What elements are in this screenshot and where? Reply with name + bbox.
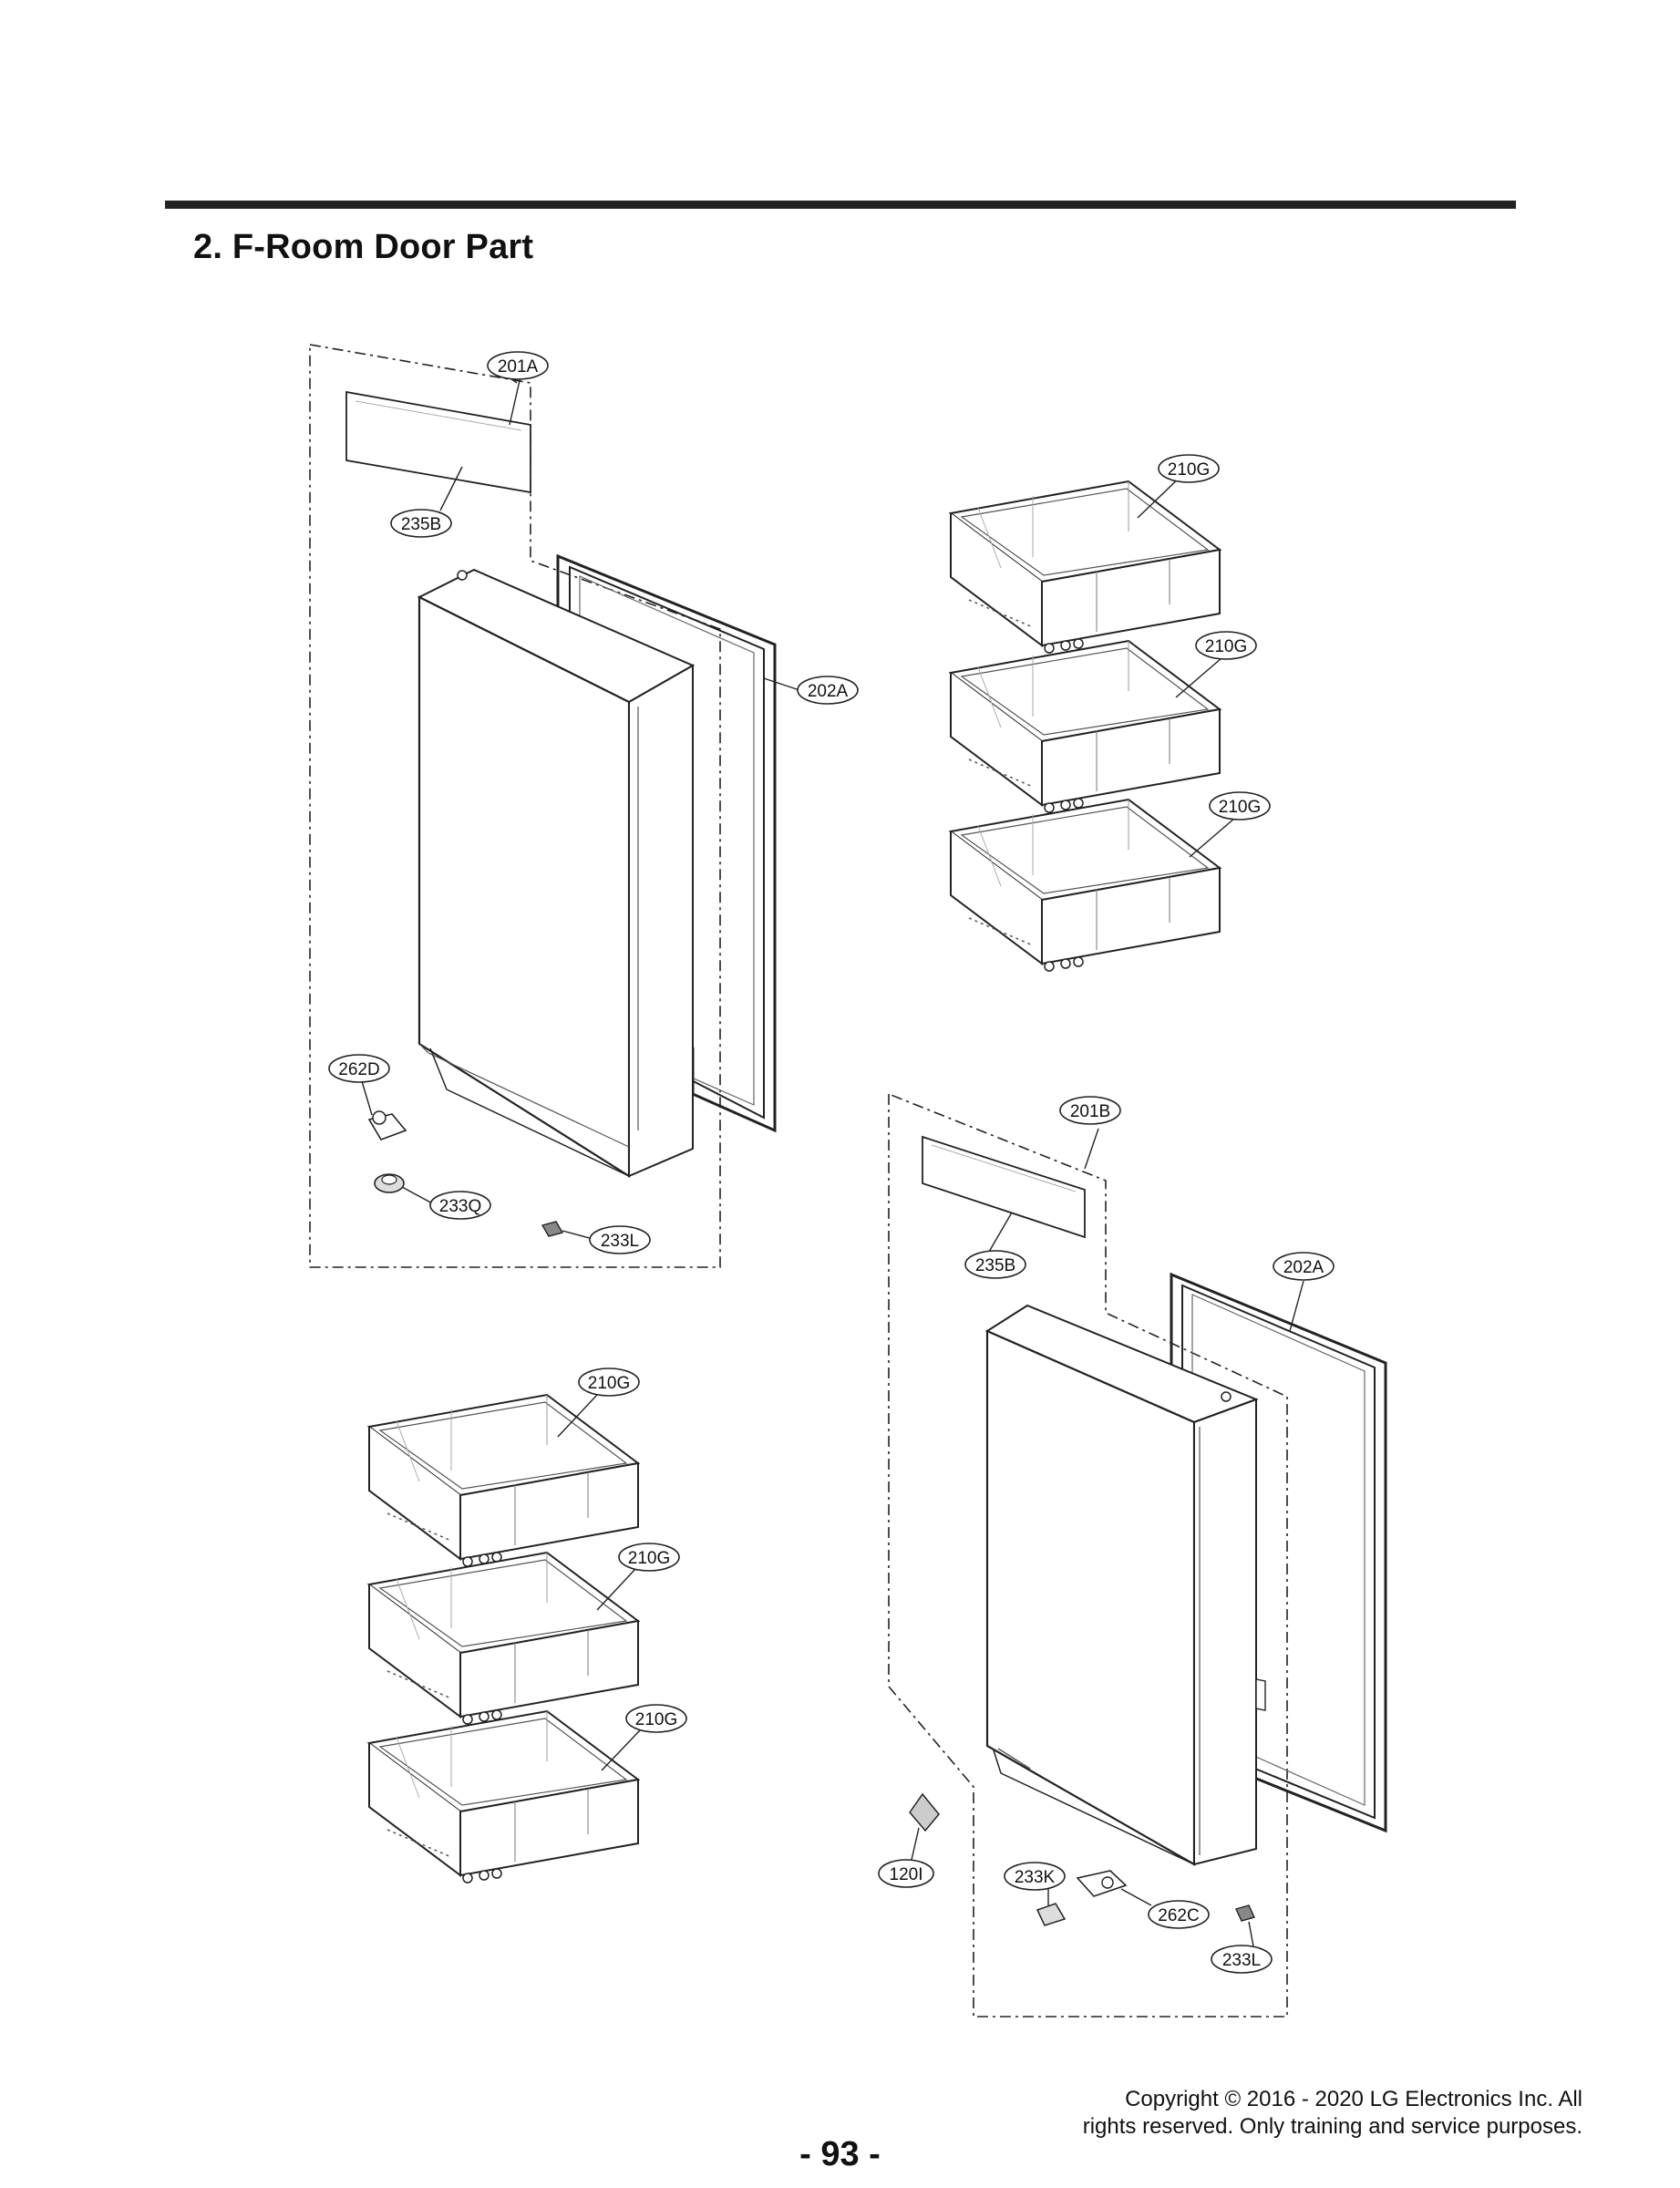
callout-210g-r1: 210G: [1158, 454, 1220, 483]
callout-202a-right-label: 202A: [1283, 1258, 1324, 1277]
page-number: - 93 -: [799, 2135, 881, 2173]
callout-233k-label: 233K: [1015, 1868, 1056, 1887]
callout-201b-label: 201B: [1070, 1102, 1110, 1121]
callout-201b: 201B: [1059, 1096, 1121, 1125]
callout-262d-label: 262D: [338, 1060, 379, 1079]
callout-210g-l1-label: 210G: [588, 1374, 630, 1393]
callout-210g-r2: 210G: [1195, 631, 1257, 660]
callout-235b-right: 235B: [964, 1250, 1026, 1279]
callout-210g-r2-label: 210G: [1205, 637, 1247, 656]
callout-235b-right-label: 235B: [975, 1256, 1015, 1275]
callout-210g-r1-label: 210G: [1168, 460, 1210, 480]
callout-233l-left-label: 233L: [601, 1232, 639, 1251]
callout-233l-right-label: 233L: [1222, 1951, 1261, 1970]
callout-262d: 262D: [328, 1054, 390, 1083]
callout-262c: 262C: [1148, 1900, 1210, 1929]
callout-235b-left: 235B: [390, 509, 452, 538]
callout-210g-l1: 210G: [578, 1368, 640, 1397]
callout-210g-l2-label: 210G: [628, 1549, 670, 1568]
callout-210g-l3: 210G: [625, 1704, 687, 1733]
right-door-assembly: [888, 1093, 1387, 2018]
callout-210g-l2: 210G: [618, 1543, 680, 1572]
bin-left-2: [368, 1552, 639, 1725]
callout-120i: 120I: [878, 1859, 934, 1888]
callout-201a: 201A: [487, 351, 549, 380]
bin-left-3: [368, 1710, 639, 1884]
callout-202a-left: 202A: [797, 676, 859, 705]
callout-233q: 233Q: [429, 1191, 491, 1220]
callout-233l-right: 233L: [1211, 1945, 1273, 1974]
callout-120i-label: 120I: [890, 1865, 923, 1884]
copyright-line-2: rights reserved. Only training and servi…: [1082, 2114, 1582, 2139]
callout-262c-label: 262C: [1158, 1906, 1199, 1925]
section-title: 2. F-Room Door Part: [193, 228, 534, 266]
bin-right-3: [950, 799, 1221, 972]
callout-210g-r3-label: 210G: [1219, 798, 1261, 817]
callout-235b-left-label: 235B: [401, 515, 441, 534]
callout-202a-right: 202A: [1273, 1252, 1335, 1281]
callout-233q-label: 233Q: [439, 1197, 481, 1216]
header-rule: [165, 201, 1516, 209]
callout-210g-l3-label: 210G: [635, 1710, 677, 1729]
copyright-notice: Copyright © 2016 - 2020 LG Electronics I…: [944, 2086, 1582, 2141]
callout-210g-r3: 210G: [1209, 791, 1271, 820]
callout-233l-left: 233L: [589, 1225, 651, 1254]
callout-202a-left-label: 202A: [808, 682, 849, 701]
bin-left-1: [368, 1394, 639, 1567]
copyright-line-1: Copyright © 2016 - 2020 LG Electronics I…: [1125, 2087, 1582, 2111]
callout-233k: 233K: [1004, 1862, 1066, 1891]
callout-201a-label: 201A: [498, 357, 539, 377]
bin-right-1: [950, 480, 1221, 654]
left-door-assembly: [309, 344, 800, 1268]
bin-right-2: [950, 640, 1221, 813]
